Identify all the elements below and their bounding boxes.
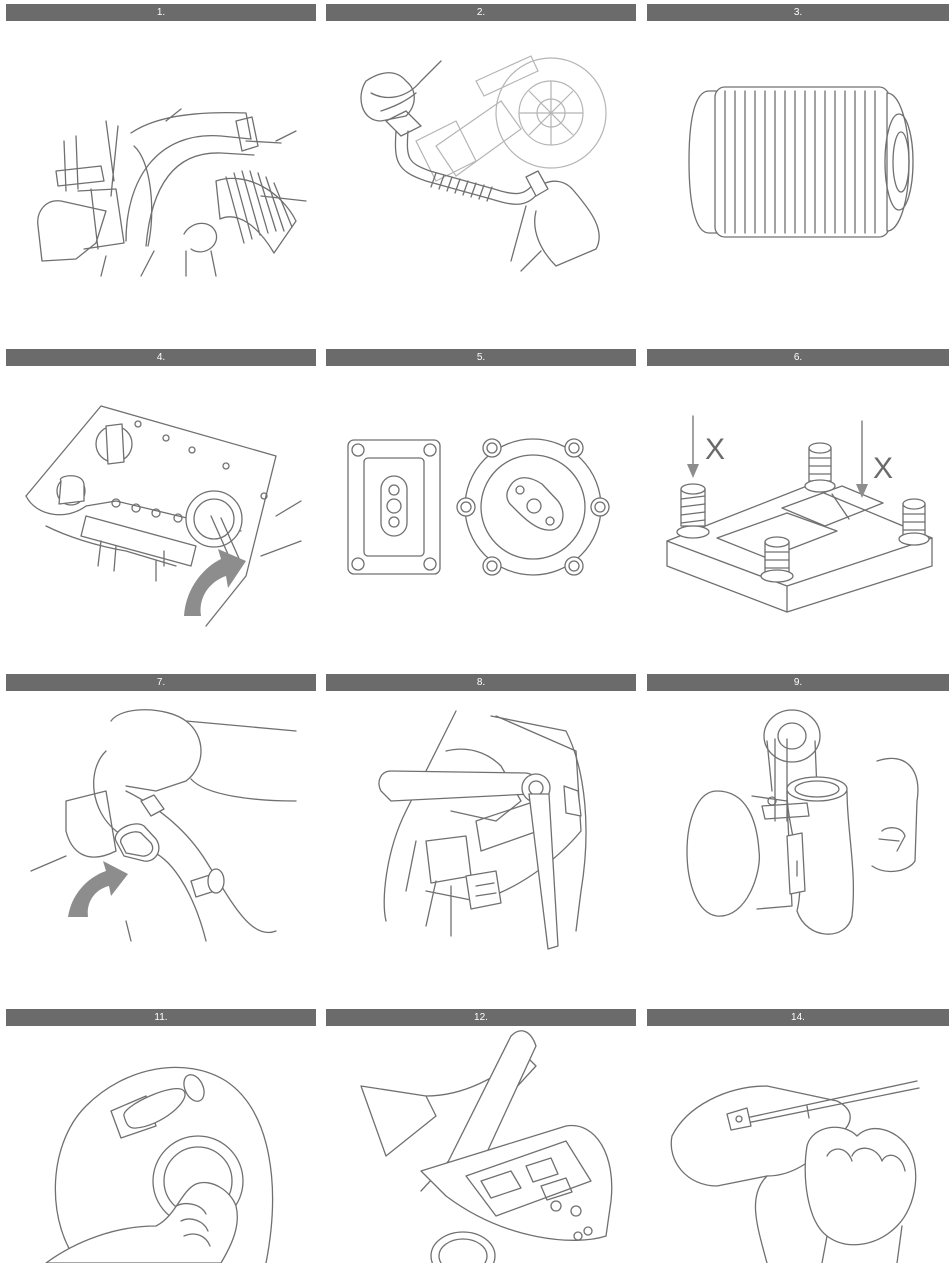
step-panel-2: 2. xyxy=(326,4,636,324)
step-panel-11: 11. xyxy=(6,1009,316,1263)
step-panel-7: 7. xyxy=(6,674,316,994)
step-number: 2. xyxy=(326,4,636,21)
engine-oil-cap-illustration xyxy=(6,366,316,669)
step-panel-3: 3. xyxy=(647,4,949,324)
wrench-tightening-illustration xyxy=(326,691,636,994)
mounting-studs-illustration: X X xyxy=(647,366,949,669)
step-panel-4: 4. xyxy=(6,349,316,669)
step-panel-9: 9. xyxy=(647,674,949,994)
fuse-box-illustration xyxy=(326,1026,636,1263)
oil-return-flange-illustration xyxy=(6,691,316,994)
step-panel-14: 14. xyxy=(647,1009,949,1263)
step-panel-8: 8. xyxy=(326,674,636,994)
turbo-intake-pipe-illustration xyxy=(6,21,316,324)
step-number: 14. xyxy=(647,1009,949,1026)
step-panel-1: 1. xyxy=(6,4,316,324)
oil-filter-illustration xyxy=(647,21,949,324)
turbocharger-prime-illustration xyxy=(647,691,949,994)
stud-mark-label: X xyxy=(705,433,725,466)
step-number: 9. xyxy=(647,674,949,691)
step-panel-6: 6. X X xyxy=(647,349,949,669)
oil-feed-line-illustration xyxy=(326,21,636,324)
step-number: 4. xyxy=(6,349,316,366)
oil-filler-cap-illustration xyxy=(6,1026,316,1263)
step-number: 6. xyxy=(647,349,949,366)
step-number: 1. xyxy=(6,4,316,21)
dipstick-check-illustration xyxy=(647,1026,949,1263)
step-panel-12: 12. xyxy=(326,1009,636,1263)
gaskets-illustration xyxy=(326,366,636,669)
step-number: 12. xyxy=(326,1009,636,1026)
step-number: 11. xyxy=(6,1009,316,1026)
step-number: 3. xyxy=(647,4,949,21)
step-number: 5. xyxy=(326,349,636,366)
step-panel-5: 5. xyxy=(326,349,636,669)
step-number: 7. xyxy=(6,674,316,691)
step-number: 8. xyxy=(326,674,636,691)
stud-mark-label: X xyxy=(873,452,893,485)
